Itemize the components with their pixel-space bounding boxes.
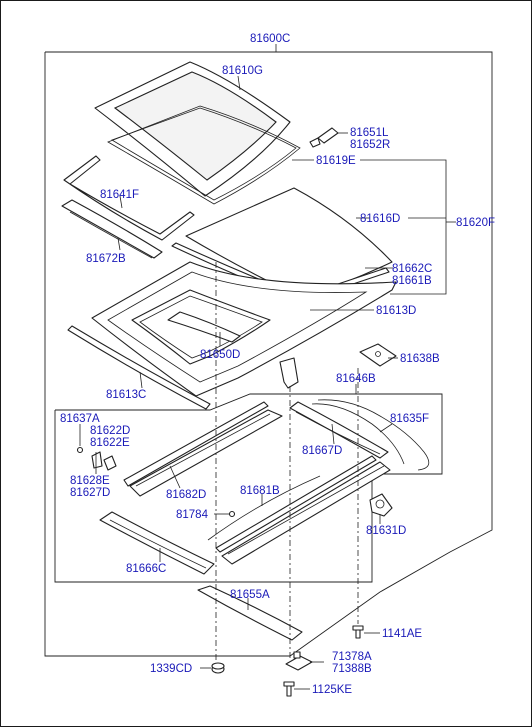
label-81641F[interactable]: 81641F: [100, 189, 139, 201]
label-81638B[interactable]: 81638B: [400, 353, 440, 365]
weatherstrip-part: [111, 107, 297, 201]
label-81622D[interactable]: 81622D: [90, 425, 130, 437]
motor-part: [369, 493, 393, 517]
nut-part: [211, 662, 225, 674]
label-81619E[interactable]: 81619E: [316, 155, 356, 167]
label-71388B[interactable]: 71388B: [332, 663, 372, 675]
label-1125KE[interactable]: 1125KE: [312, 684, 352, 696]
leader-81610G: [237, 75, 241, 91]
label-81650D[interactable]: 81650D: [200, 349, 240, 361]
label-81682D[interactable]: 81682D: [166, 489, 206, 501]
label-81635F[interactable]: 81635F: [390, 413, 429, 425]
deflector-bracket-part: [61, 199, 163, 259]
bolt-1125KE-part: [283, 681, 295, 697]
label-81613C[interactable]: 81613C: [106, 389, 146, 401]
cable-part: [317, 399, 430, 471]
right-rail-part: [207, 455, 391, 565]
motor-cable-part: [311, 403, 405, 465]
label-81661B[interactable]: 81661B: [392, 275, 432, 287]
label-1339CD[interactable]: 1339CD: [150, 663, 192, 675]
front-trim-part: [67, 325, 211, 410]
label-81631D[interactable]: 81631D: [366, 525, 406, 537]
leader-81667D: [331, 423, 335, 445]
label-81628E[interactable]: 81628E: [70, 475, 110, 487]
deflector-part: [63, 155, 195, 241]
glass-spring-part: [309, 127, 339, 148]
bolt-1141AE-part: [352, 625, 364, 639]
drain-bracket-part: [167, 311, 241, 343]
cable-guide-part: [289, 401, 389, 459]
label-81681B[interactable]: 81681B: [240, 485, 280, 497]
label-81610G[interactable]: 81610G: [222, 65, 263, 77]
group-bracket-81620F: [360, 159, 447, 295]
label-71378A[interactable]: 71378A: [332, 651, 372, 663]
label-81652R[interactable]: 81652R: [350, 139, 390, 151]
label-81651L[interactable]: 81651L: [350, 127, 389, 139]
label-81646B[interactable]: 81646B: [336, 373, 376, 385]
leader-81635F: [379, 423, 393, 433]
label-81600C[interactable]: 81600C: [250, 33, 290, 45]
leader-81641F: [119, 195, 123, 209]
label-81655A[interactable]: 81655A: [230, 589, 270, 601]
leader-81672B: [117, 237, 121, 251]
label-81616D[interactable]: 81616D: [360, 213, 400, 225]
bracket-right-part: [359, 343, 397, 367]
clip-parts: [76, 446, 117, 471]
label-1141AE[interactable]: 1141AE: [382, 628, 422, 640]
leader-81613C: [139, 371, 143, 389]
glass-panel: [94, 61, 291, 197]
label-81622E[interactable]: 81622E: [90, 437, 130, 449]
screw-part: [228, 510, 236, 518]
label-81637A[interactable]: 81637A: [60, 413, 100, 425]
label-81784[interactable]: 81784: [176, 509, 209, 521]
label-81672B[interactable]: 81672B: [86, 253, 126, 265]
label-81613D[interactable]: 81613D: [376, 305, 416, 317]
front-housing-part: [99, 511, 215, 575]
left-rail-part: [123, 401, 283, 497]
weatherstrip-outer: [107, 105, 301, 205]
label-81620F[interactable]: 81620F: [456, 217, 495, 229]
label-81666C[interactable]: 81666C: [126, 563, 166, 575]
label-81667D[interactable]: 81667D: [302, 445, 342, 457]
rear-bracket-part: [197, 585, 303, 641]
mechanism-box: [54, 393, 443, 583]
label-81662C[interactable]: 81662C: [392, 263, 432, 275]
assembly-boundary: [44, 51, 493, 657]
label-81627D[interactable]: 81627D: [70, 487, 110, 499]
leader-81682D: [169, 465, 181, 489]
center-bracket-part: [279, 357, 299, 389]
